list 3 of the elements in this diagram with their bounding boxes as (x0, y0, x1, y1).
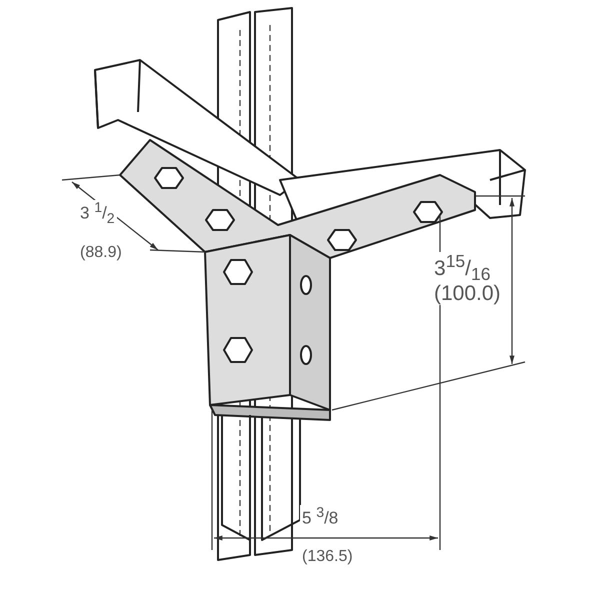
dimension-label: (136.5) (300, 548, 355, 566)
dimension-label: (88.9) (78, 244, 124, 262)
dimension-label: 3$^{15}$/$_{16}$ (432, 252, 492, 285)
